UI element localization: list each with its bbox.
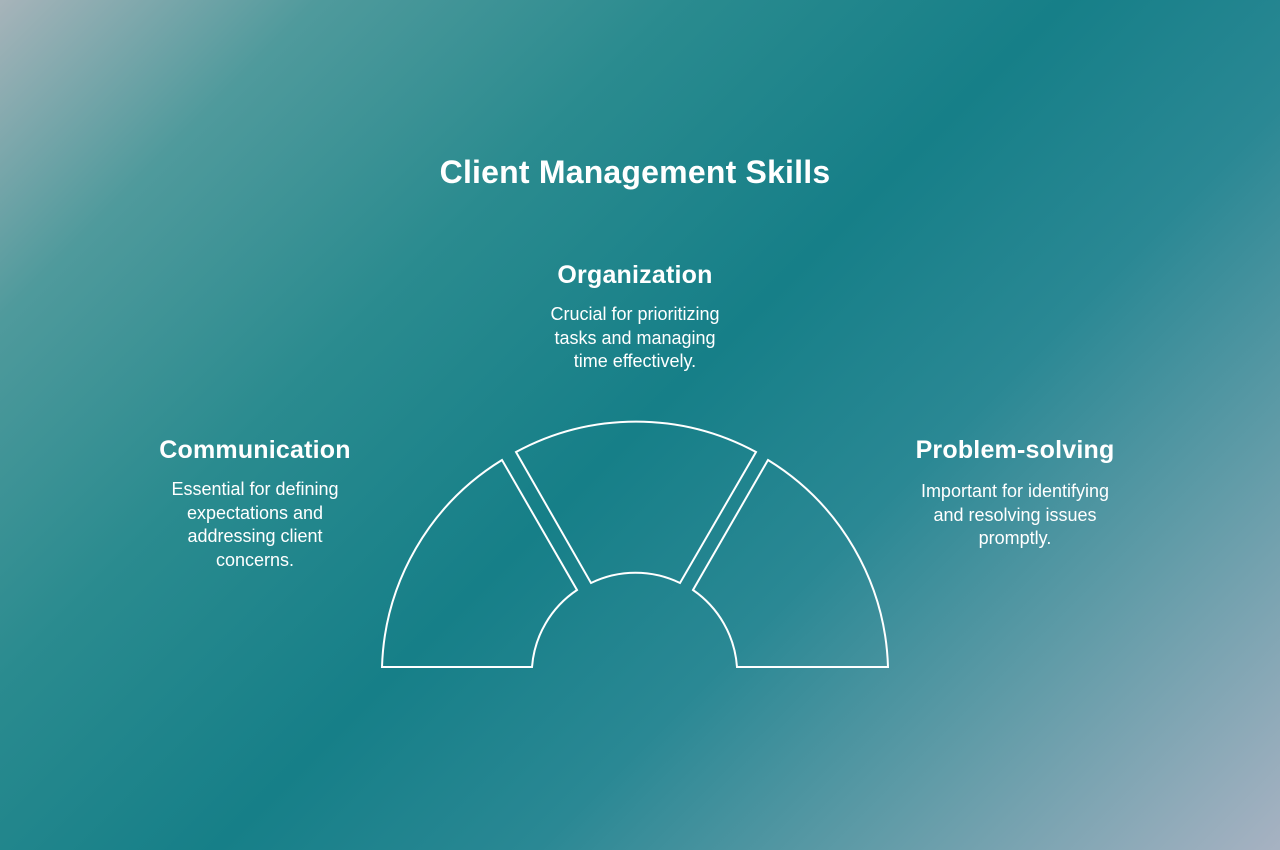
communication-heading: Communication xyxy=(159,436,351,464)
segment-label-organization: Organization Crucial for prioritizing ta… xyxy=(480,260,790,374)
segment-label-communication: Communication Essential for defining exp… xyxy=(110,435,400,572)
segment-problem-solving xyxy=(691,458,890,668)
problem-solving-description: Important for identifying and resolving … xyxy=(920,481,1110,548)
diagram-title: Client Management Skills xyxy=(439,154,831,190)
organization-description: Crucial for prioritizing tasks and manag… xyxy=(550,304,720,371)
segment-organization xyxy=(514,420,758,585)
communication-description: Essential for defining expectations and … xyxy=(171,479,339,570)
segment-label-problem-solving: Problem-solving Important for identifyin… xyxy=(870,435,1160,551)
problem-solving-heading: Problem-solving xyxy=(915,436,1115,464)
organization-heading: Organization xyxy=(557,261,713,289)
segment-communication xyxy=(380,458,579,668)
